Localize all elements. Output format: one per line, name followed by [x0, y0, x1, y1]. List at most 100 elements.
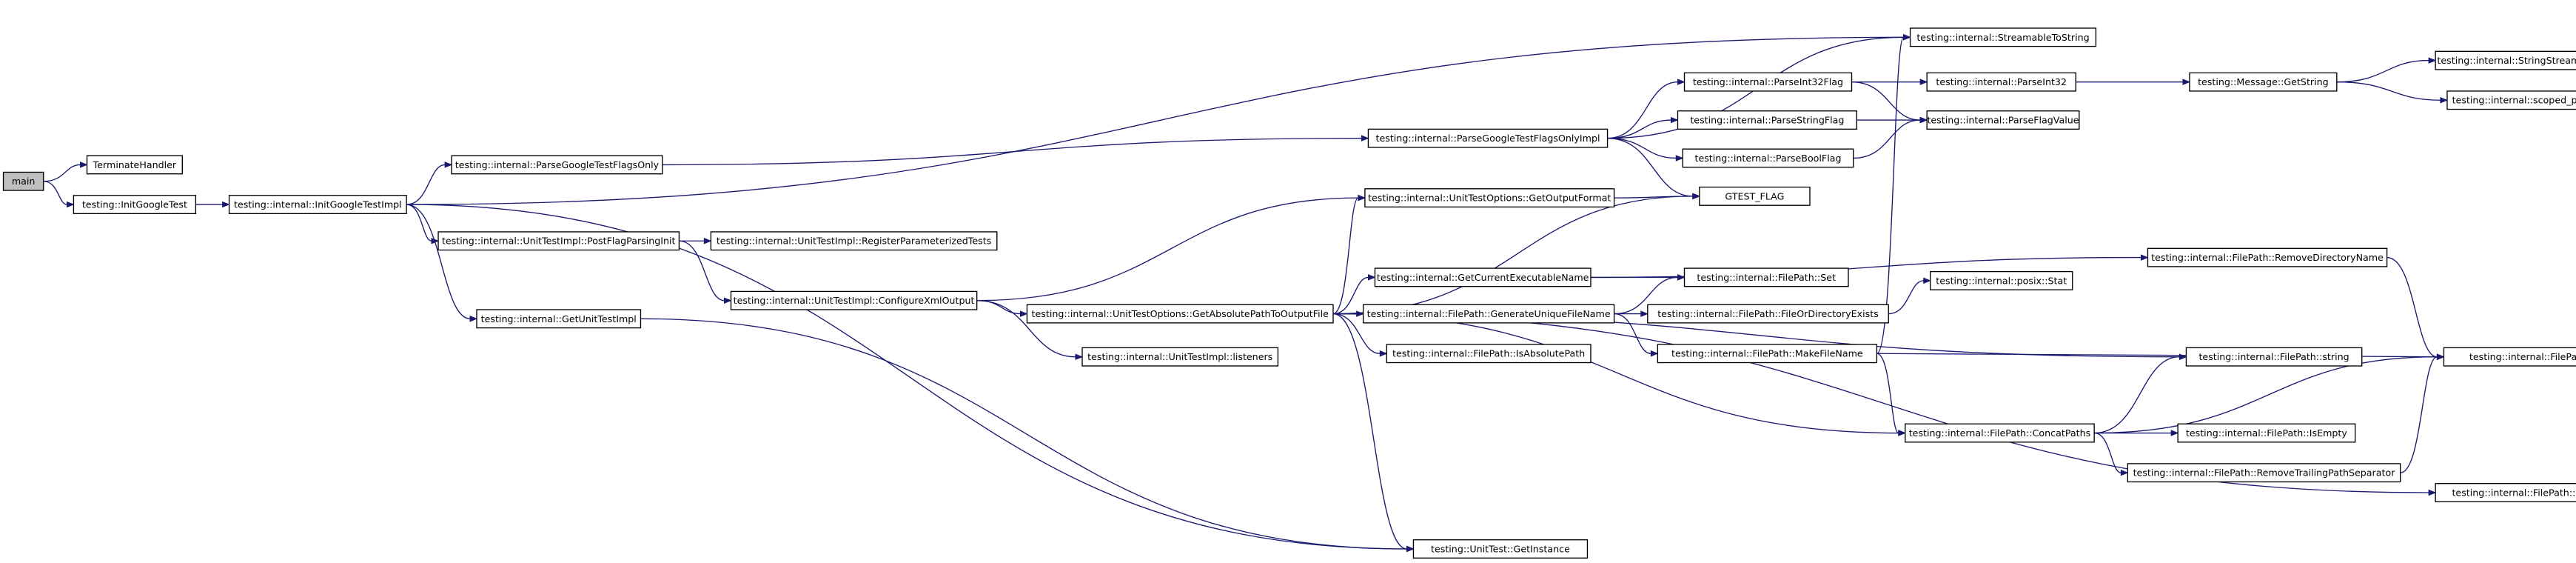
node-IsEmpty[interactable]: testing::internal::FilePath::IsEmpty — [2177, 423, 2356, 443]
node-box[interactable] — [1374, 267, 1591, 287]
node-box[interactable] — [2185, 347, 2363, 367]
node-box[interactable] — [710, 231, 998, 251]
node-posixStat[interactable]: testing::internal::posix::Stat — [1930, 270, 2073, 290]
node-box[interactable] — [228, 195, 407, 215]
node-listeners[interactable]: testing::internal::UnitTestImpl::listene… — [1081, 347, 1279, 367]
edge-GetUnitTestImpl-to-GetInstance — [640, 318, 1407, 550]
node-ParseGoogleTestFlagsOnly[interactable]: testing::internal::ParseGoogleTestFlagsO… — [451, 155, 663, 175]
node-box[interactable] — [2189, 72, 2338, 92]
node-StreamableToString[interactable]: testing::internal::StreamableToString — [1909, 27, 2097, 47]
edge-GetAbsolutePathToOutputFile-to-GetCurrentExecutableName — [1332, 276, 1369, 315]
node-ParseBoolFlag[interactable]: testing::internal::ParseBoolFlag — [1682, 148, 1854, 168]
node-GTEST_FLAG[interactable]: GTEST_FLAG — [1699, 186, 1811, 206]
node-scoped_ptr_get[interactable]: testing::internal::scoped_ptr::get — [2446, 90, 2576, 110]
node-ParseInt32Flag[interactable]: testing::internal::ParseInt32Flag — [1683, 72, 1853, 92]
node-GetInstance[interactable]: testing::UnitTest::GetInstance — [1412, 539, 1589, 559]
edge-ConfigureXmlOutput-to-GetOutputFormat — [976, 197, 1358, 302]
node-label: testing::internal::FilePath::RemoveTrail… — [2133, 467, 2396, 479]
node-RemoveTrailingPathSeparator[interactable]: testing::internal::FilePath::RemoveTrail… — [2127, 463, 2401, 483]
node-label: testing::internal::FilePath::IsAbsoluteP… — [1392, 348, 1585, 359]
node-TerminateHandler[interactable]: TerminateHandler — [86, 155, 183, 175]
node-box[interactable] — [1909, 27, 2097, 47]
node-IsAbsolutePath[interactable]: testing::internal::FilePath::IsAbsoluteP… — [1386, 344, 1591, 364]
node-InitGoogleTestImpl[interactable]: testing::internal::InitGoogleTestImpl — [228, 195, 407, 215]
node-box[interactable] — [730, 290, 978, 310]
node-IsDirectory[interactable]: testing::internal::FilePath::IsDirectory — [2435, 483, 2576, 502]
node-box[interactable] — [1386, 344, 1591, 364]
node-box[interactable] — [1367, 128, 1609, 148]
edge-arrowhead — [222, 201, 230, 208]
node-box[interactable] — [1677, 110, 1857, 130]
node-box[interactable] — [2446, 90, 2576, 110]
node-box[interactable] — [451, 155, 663, 175]
node-label: testing::internal::ParseGoogleTestFlagsO… — [455, 159, 660, 170]
node-ParseStringFlag[interactable]: testing::internal::ParseStringFlag — [1677, 110, 1857, 130]
node-box[interactable] — [1362, 304, 1615, 324]
node-box[interactable] — [2177, 423, 2356, 443]
node-box[interactable] — [2, 171, 44, 191]
node-RemoveDirectoryName[interactable]: testing::internal::FilePath::RemoveDirec… — [2147, 247, 2388, 267]
node-label: testing::internal::FilePath::FilePath — [2469, 351, 2576, 362]
node-box[interactable] — [1657, 344, 1878, 364]
node-box[interactable] — [2443, 347, 2576, 367]
node-box[interactable] — [437, 231, 680, 251]
node-InitGoogleTest[interactable]: testing::InitGoogleTest — [73, 195, 197, 215]
node-box[interactable] — [2147, 247, 2388, 267]
node-box[interactable] — [1081, 347, 1279, 367]
edge-arrowhead — [1898, 430, 1907, 436]
node-ParseGoogleTestFlagsOnlyImpl[interactable]: testing::internal::ParseGoogleTestFlagsO… — [1367, 128, 1609, 148]
node-box[interactable] — [86, 155, 183, 175]
node-RegisterParameterizedTests[interactable]: testing::internal::UnitTestImpl::Registe… — [710, 231, 998, 251]
node-ParseInt32[interactable]: testing::internal::ParseInt32 — [1926, 72, 2076, 92]
edge-InitGoogleTestImpl-to-GetInstance — [406, 204, 1407, 550]
node-PostFlagParsingInit[interactable]: testing::internal::UnitTestImpl::PostFla… — [437, 231, 680, 251]
call-graph-nodes: main TerminateHandlertesting::InitGoogleT… — [2, 27, 2576, 559]
edge-GetAbsolutePathToOutputFile-to-GTEST_FLAG — [1332, 196, 1693, 315]
node-MakeFileName[interactable]: testing::internal::FilePath::MakeFileNam… — [1657, 344, 1878, 364]
node-box[interactable] — [1683, 72, 1853, 92]
node-box[interactable] — [2127, 463, 2401, 483]
edge-arrowhead — [80, 161, 88, 168]
node-GetOutputFormat[interactable]: testing::internal::UnitTestOptions::GetO… — [1364, 188, 1615, 208]
node-label: testing::internal::ParseGoogleTestFlagsO… — [1376, 133, 1600, 144]
edge-arrowhead — [66, 201, 75, 208]
node-box[interactable] — [1364, 188, 1615, 208]
node-box[interactable] — [476, 309, 642, 329]
node-GetCurrentExecutableName[interactable]: testing::internal::GetCurrentExecutableN… — [1374, 267, 1591, 287]
edge-arrowhead — [2436, 353, 2445, 360]
node-box[interactable] — [1930, 270, 2073, 290]
node-FileOrDirectoryExists[interactable]: testing::internal::FilePath::FileOrDirec… — [1647, 304, 1889, 324]
node-ParseFlagValue[interactable]: testing::internal::ParseFlagValue — [1926, 110, 2080, 130]
edge-arrowhead — [2428, 489, 2437, 496]
edge-GetString-to-scoped_ptr_get — [2336, 81, 2441, 101]
node-GenerateUniqueFileName[interactable]: testing::internal::FilePath::GenerateUni… — [1362, 304, 1615, 324]
node-box[interactable] — [1683, 267, 1849, 287]
node-ConcatPaths[interactable]: testing::internal::FilePath::ConcatPaths — [1905, 423, 2095, 443]
node-box[interactable] — [2435, 50, 2576, 70]
node-GetUnitTestImpl[interactable]: testing::internal::GetUnitTestImpl — [476, 309, 642, 329]
node-GetString[interactable]: testing::Message::GetString — [2189, 72, 2338, 92]
node-box[interactable] — [1647, 304, 1889, 324]
node-label: testing::internal::StringStreamToString — [2437, 55, 2576, 66]
node-box[interactable] — [1926, 110, 2080, 130]
node-box[interactable] — [1699, 186, 1811, 206]
node-Set[interactable]: testing::internal::FilePath::Set — [1683, 267, 1849, 287]
node-box[interactable] — [1682, 148, 1854, 168]
node-StringStreamToString[interactable]: testing::internal::StringStreamToString — [2435, 50, 2576, 70]
node-main[interactable]: main — [2, 171, 44, 191]
node-box[interactable] — [1926, 72, 2076, 92]
node-string[interactable]: testing::internal::FilePath::string — [2185, 347, 2363, 367]
node-box[interactable] — [2435, 483, 2576, 502]
edge-InitGoogleTestImpl-to-GetUnitTestImpl — [406, 204, 471, 319]
node-box[interactable] — [73, 195, 197, 215]
edge-RemoveDirectoryName-to-FilePath — [2387, 256, 2438, 358]
node-label: testing::internal::FilePath::IsDirectory — [2452, 487, 2575, 499]
node-box[interactable] — [1026, 304, 1334, 324]
node-GetAbsolutePathToOutputFile[interactable]: testing::internal::UnitTestOptions::GetA… — [1026, 304, 1334, 324]
node-box[interactable] — [1905, 423, 2095, 443]
node-FilePath[interactable]: testing::internal::FilePath::FilePath — [2443, 347, 2576, 367]
node-box[interactable] — [1412, 539, 1589, 559]
node-label: main — [12, 176, 36, 187]
node-ConfigureXmlOutput[interactable]: testing::internal::UnitTestImpl::Configu… — [730, 290, 978, 310]
